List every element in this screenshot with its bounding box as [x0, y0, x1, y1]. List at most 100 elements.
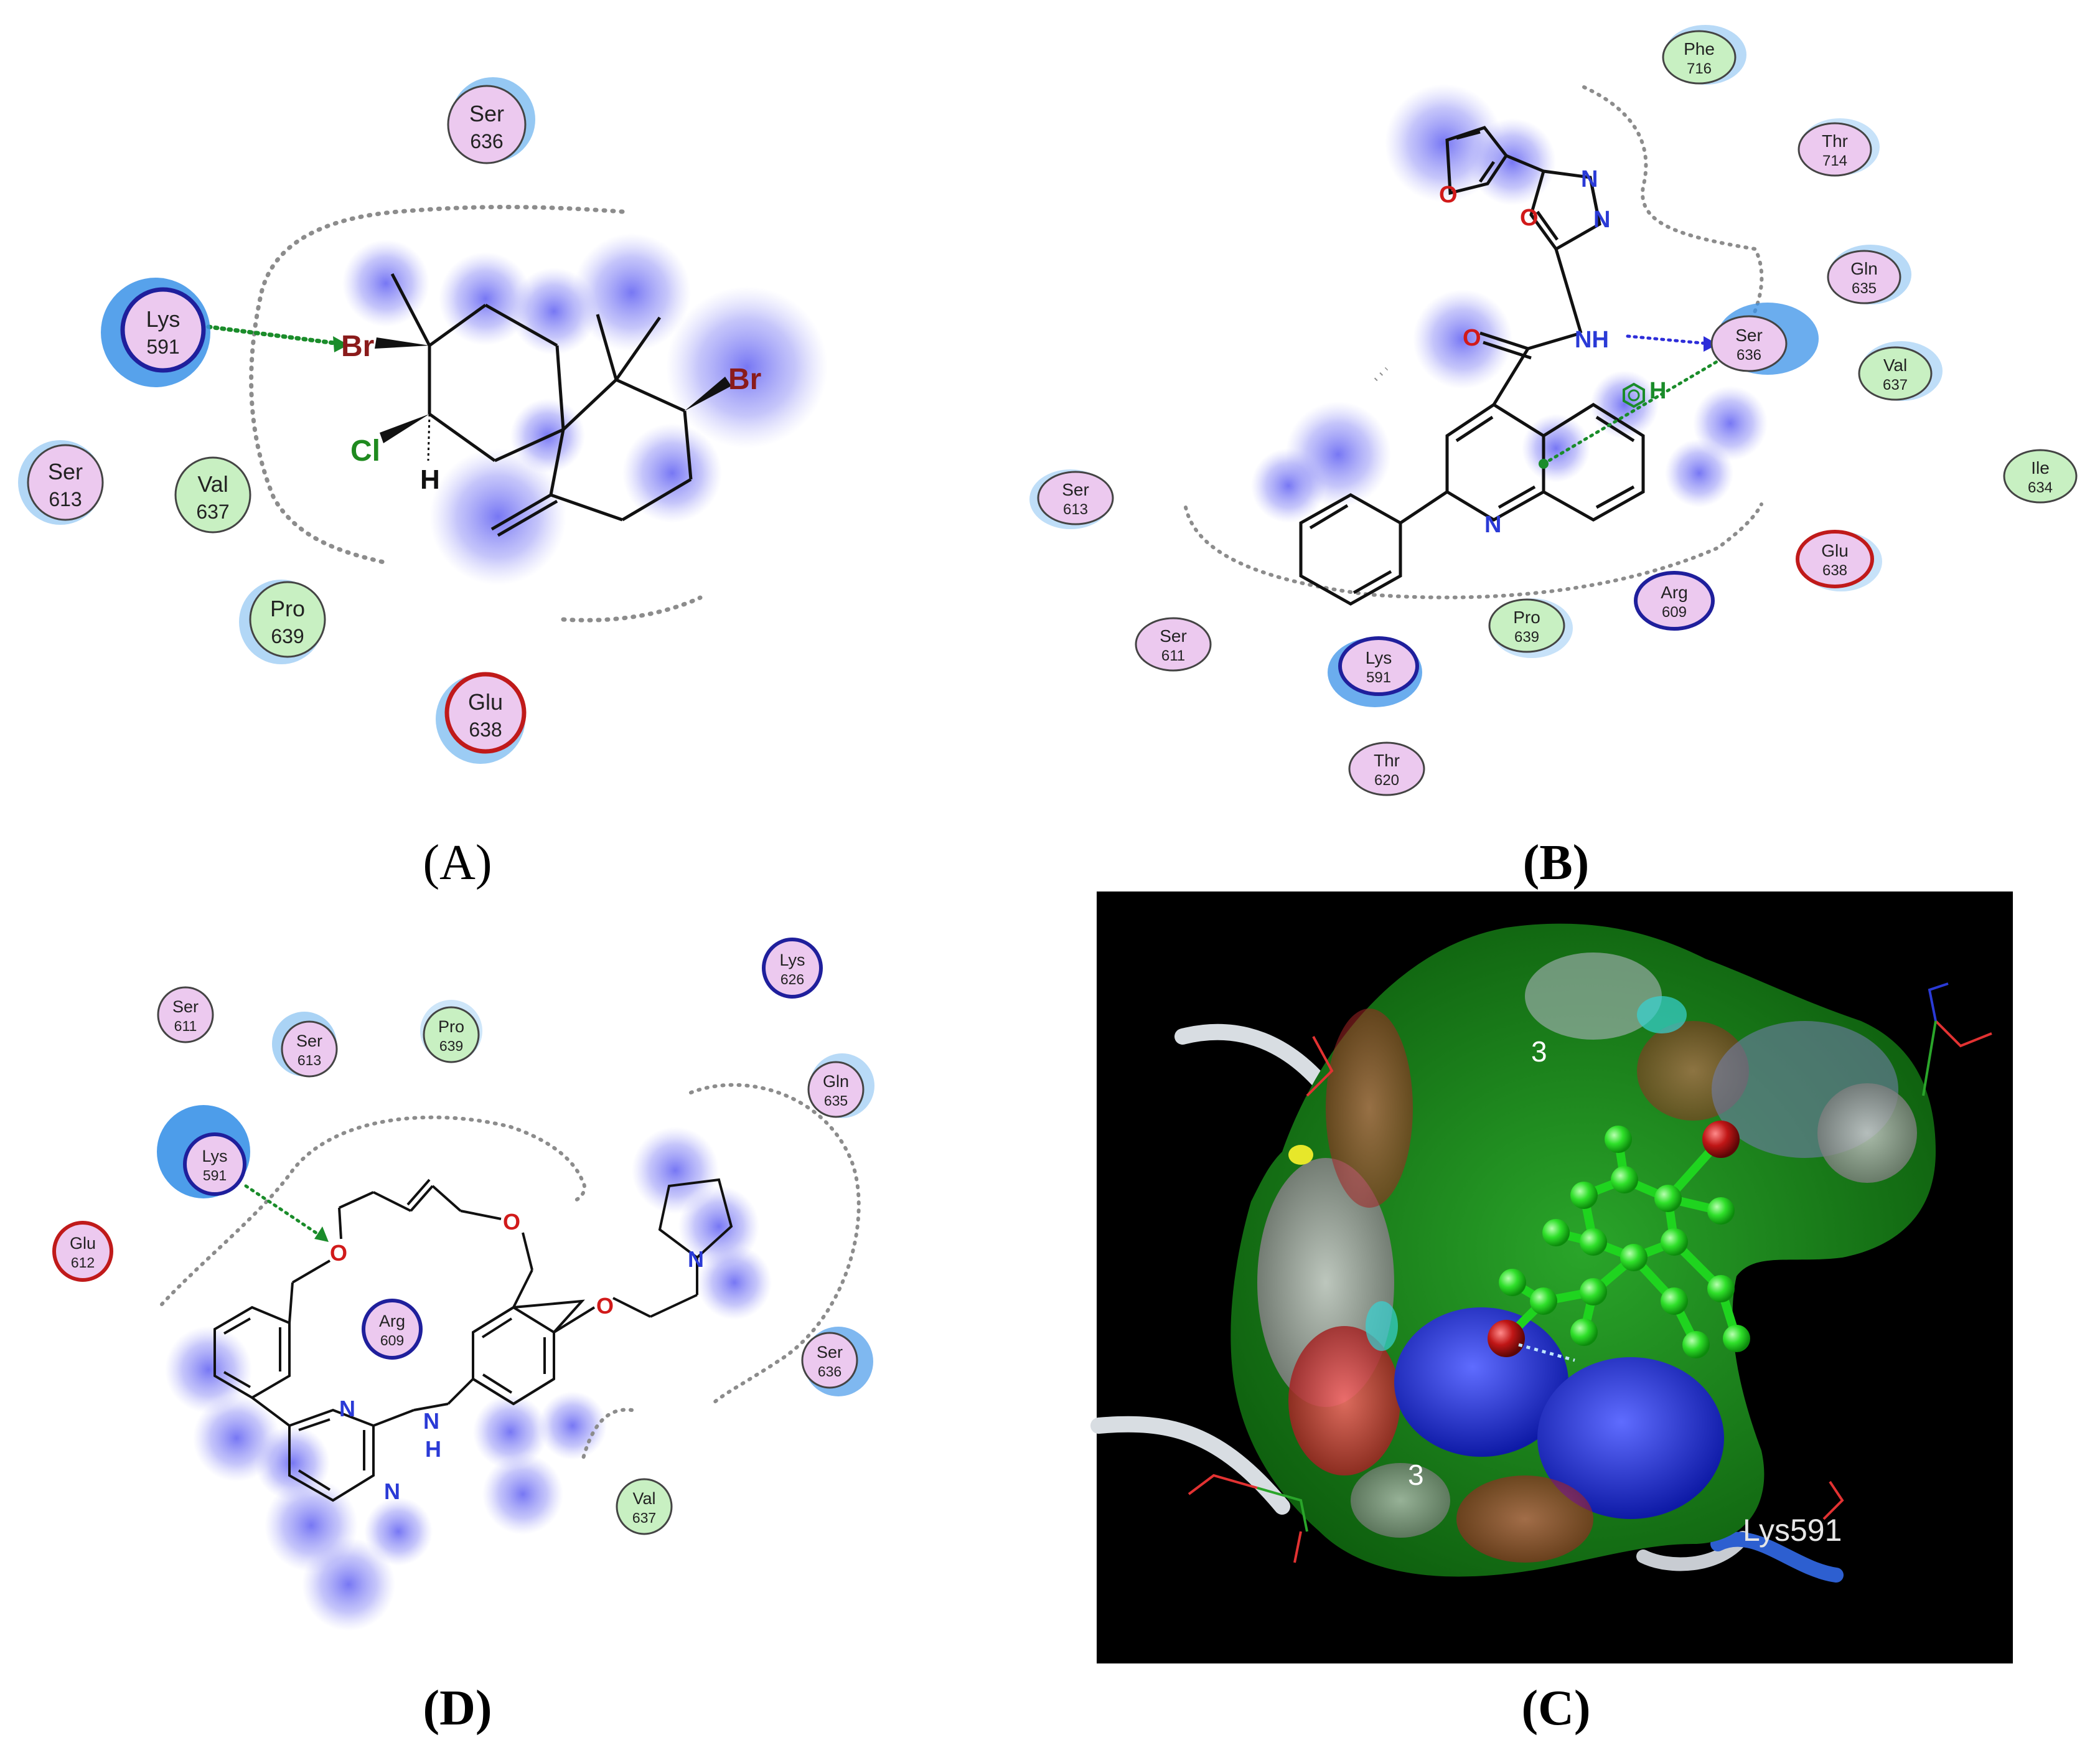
svg-text:716: 716	[1687, 60, 1712, 77]
svg-text:609: 609	[1662, 604, 1687, 621]
atom-amide-nh: NH	[1575, 327, 1609, 353]
atom-nitrogen: N	[688, 1246, 704, 1272]
svg-text:638: 638	[1822, 562, 1847, 579]
svg-text:Ser: Ser	[296, 1032, 322, 1050]
svg-text:613: 613	[298, 1052, 321, 1068]
wedge-bond	[375, 337, 429, 349]
residue-lys591: Lys 591	[157, 1105, 250, 1198]
atom-oxygen: O	[596, 1293, 614, 1319]
pi-h-interaction	[1542, 359, 1720, 466]
pocket-contour	[1374, 367, 1389, 382]
hbond-nh-ser636	[1626, 334, 1710, 346]
svg-text:639: 639	[271, 625, 304, 647]
svg-text:Ile: Ile	[2031, 458, 2050, 477]
hbond-dashed	[1518, 1343, 1575, 1362]
pocket-contour	[580, 1408, 634, 1465]
residue-label-lys591: Lys591	[1743, 1513, 1842, 1548]
atom-oxygen: O	[1520, 205, 1539, 231]
svg-text:Glu: Glu	[1821, 541, 1849, 560]
atom-bromine: Br	[728, 363, 761, 396]
stereo-hash	[427, 413, 431, 461]
panel-caption-c: (C)	[1521, 1681, 1590, 1736]
svg-text:Ser: Ser	[1062, 480, 1089, 499]
svg-text:591: 591	[146, 336, 179, 358]
atom-oxygen: O	[330, 1240, 347, 1266]
svg-text:626: 626	[780, 971, 804, 987]
residue-phe716: Phe 716	[1662, 25, 1746, 85]
hbond-arrowhead	[333, 336, 349, 352]
svg-text:Arg: Arg	[379, 1312, 405, 1330]
panel-caption-a: (A)	[423, 835, 492, 890]
residue-arg609: Arg 609	[1634, 571, 1715, 631]
svg-text:Lys: Lys	[779, 951, 805, 969]
panel-b: O O N N NH O N H Phe 716 Thr 714	[1029, 25, 2078, 890]
svg-text:Gln: Gln	[823, 1072, 849, 1091]
svg-text:Ser: Ser	[1160, 626, 1187, 646]
panel-caption-b: (B)	[1523, 835, 1590, 890]
svg-text:613: 613	[1063, 501, 1088, 518]
atom-hydrogen: H	[420, 464, 440, 495]
ligand-d-bonds	[213, 1178, 733, 1502]
ligand-a-bonds	[390, 273, 693, 537]
svg-text:634: 634	[2028, 479, 2053, 496]
atom-nitrogen: N	[384, 1479, 400, 1504]
svg-text:636: 636	[1737, 347, 1761, 364]
svg-text:Gln: Gln	[1850, 259, 1878, 278]
svg-text:Lys: Lys	[202, 1147, 227, 1165]
svg-text:Ser: Ser	[469, 101, 504, 126]
svg-text:637: 637	[1883, 377, 1908, 393]
svg-text:Lys: Lys	[1366, 648, 1392, 667]
atom-oxygen: O	[1439, 182, 1458, 208]
residue-thr620: Thr 620	[1348, 741, 1425, 796]
pocket-contour	[160, 1115, 586, 1306]
pi-ring-icon	[1623, 382, 1645, 408]
pocket-contour	[561, 595, 703, 623]
svg-text:Thr: Thr	[1822, 131, 1848, 151]
svg-text:591: 591	[203, 1167, 227, 1183]
svg-text:636: 636	[470, 130, 503, 153]
residue-ser613: Ser 613	[18, 440, 104, 525]
svg-text:Arg: Arg	[1661, 583, 1688, 602]
ligand-b-bonds	[1299, 126, 1645, 606]
svg-text:Ser: Ser	[172, 997, 199, 1016]
svg-text:609: 609	[380, 1332, 404, 1348]
svg-text:Ser: Ser	[1735, 326, 1763, 345]
svg-text:611: 611	[1161, 647, 1185, 664]
svg-text:Lys: Lys	[146, 306, 180, 332]
ligand-exposure-glow	[1251, 84, 1768, 523]
residue-glu612: Glu 612	[52, 1221, 113, 1282]
residue-arg609: Arg 609	[362, 1299, 423, 1360]
pocket-contour	[1582, 85, 1764, 338]
residue-lys626: Lys 626	[762, 938, 823, 999]
svg-text:639: 639	[439, 1038, 463, 1054]
residue-ser611: Ser 611	[1135, 617, 1212, 672]
hbond-arrowhead	[1704, 336, 1718, 352]
svg-text:Val: Val	[197, 471, 228, 497]
atom-oxygen: O	[1463, 325, 1481, 351]
panel-d: N O O O N N N H Ser 611 Ser 613 Pro 639	[52, 938, 874, 1736]
svg-text:639: 639	[1514, 629, 1539, 646]
residue-lys591: Lys 591	[1328, 636, 1422, 707]
protein-backbone-tube	[1090, 1416, 1290, 1515]
svg-text:637: 637	[196, 501, 229, 523]
svg-text:Glu: Glu	[468, 689, 503, 715]
svg-text:635: 635	[1852, 280, 1877, 297]
residue-lys591: Lys 591	[101, 278, 210, 387]
surface-label-fragment: 3	[1531, 1035, 1547, 1068]
svg-text:Ser: Ser	[817, 1343, 843, 1362]
svg-text:611: 611	[174, 1018, 197, 1034]
residue-ile634: Ile 634	[2003, 449, 2078, 504]
atom-nitrogen: N	[339, 1396, 355, 1421]
residue-sticks	[1188, 982, 1992, 1563]
residue-ser636: Ser 636	[801, 1327, 873, 1396]
pocket-contour	[1184, 502, 1763, 600]
residue-pro639: Pro 639	[1488, 598, 1573, 658]
atom-hydrogen: H	[425, 1436, 441, 1462]
svg-text:Glu: Glu	[70, 1234, 96, 1253]
panel-c: Lys591 3 3 (C)	[1090, 891, 2013, 1736]
svg-text:620: 620	[1374, 772, 1399, 789]
bromine-atom-ball	[1488, 1320, 1525, 1357]
svg-text:Phe: Phe	[1684, 39, 1715, 59]
svg-text:Pro: Pro	[1513, 608, 1540, 627]
bromine-atom-ball	[1702, 1121, 1740, 1158]
